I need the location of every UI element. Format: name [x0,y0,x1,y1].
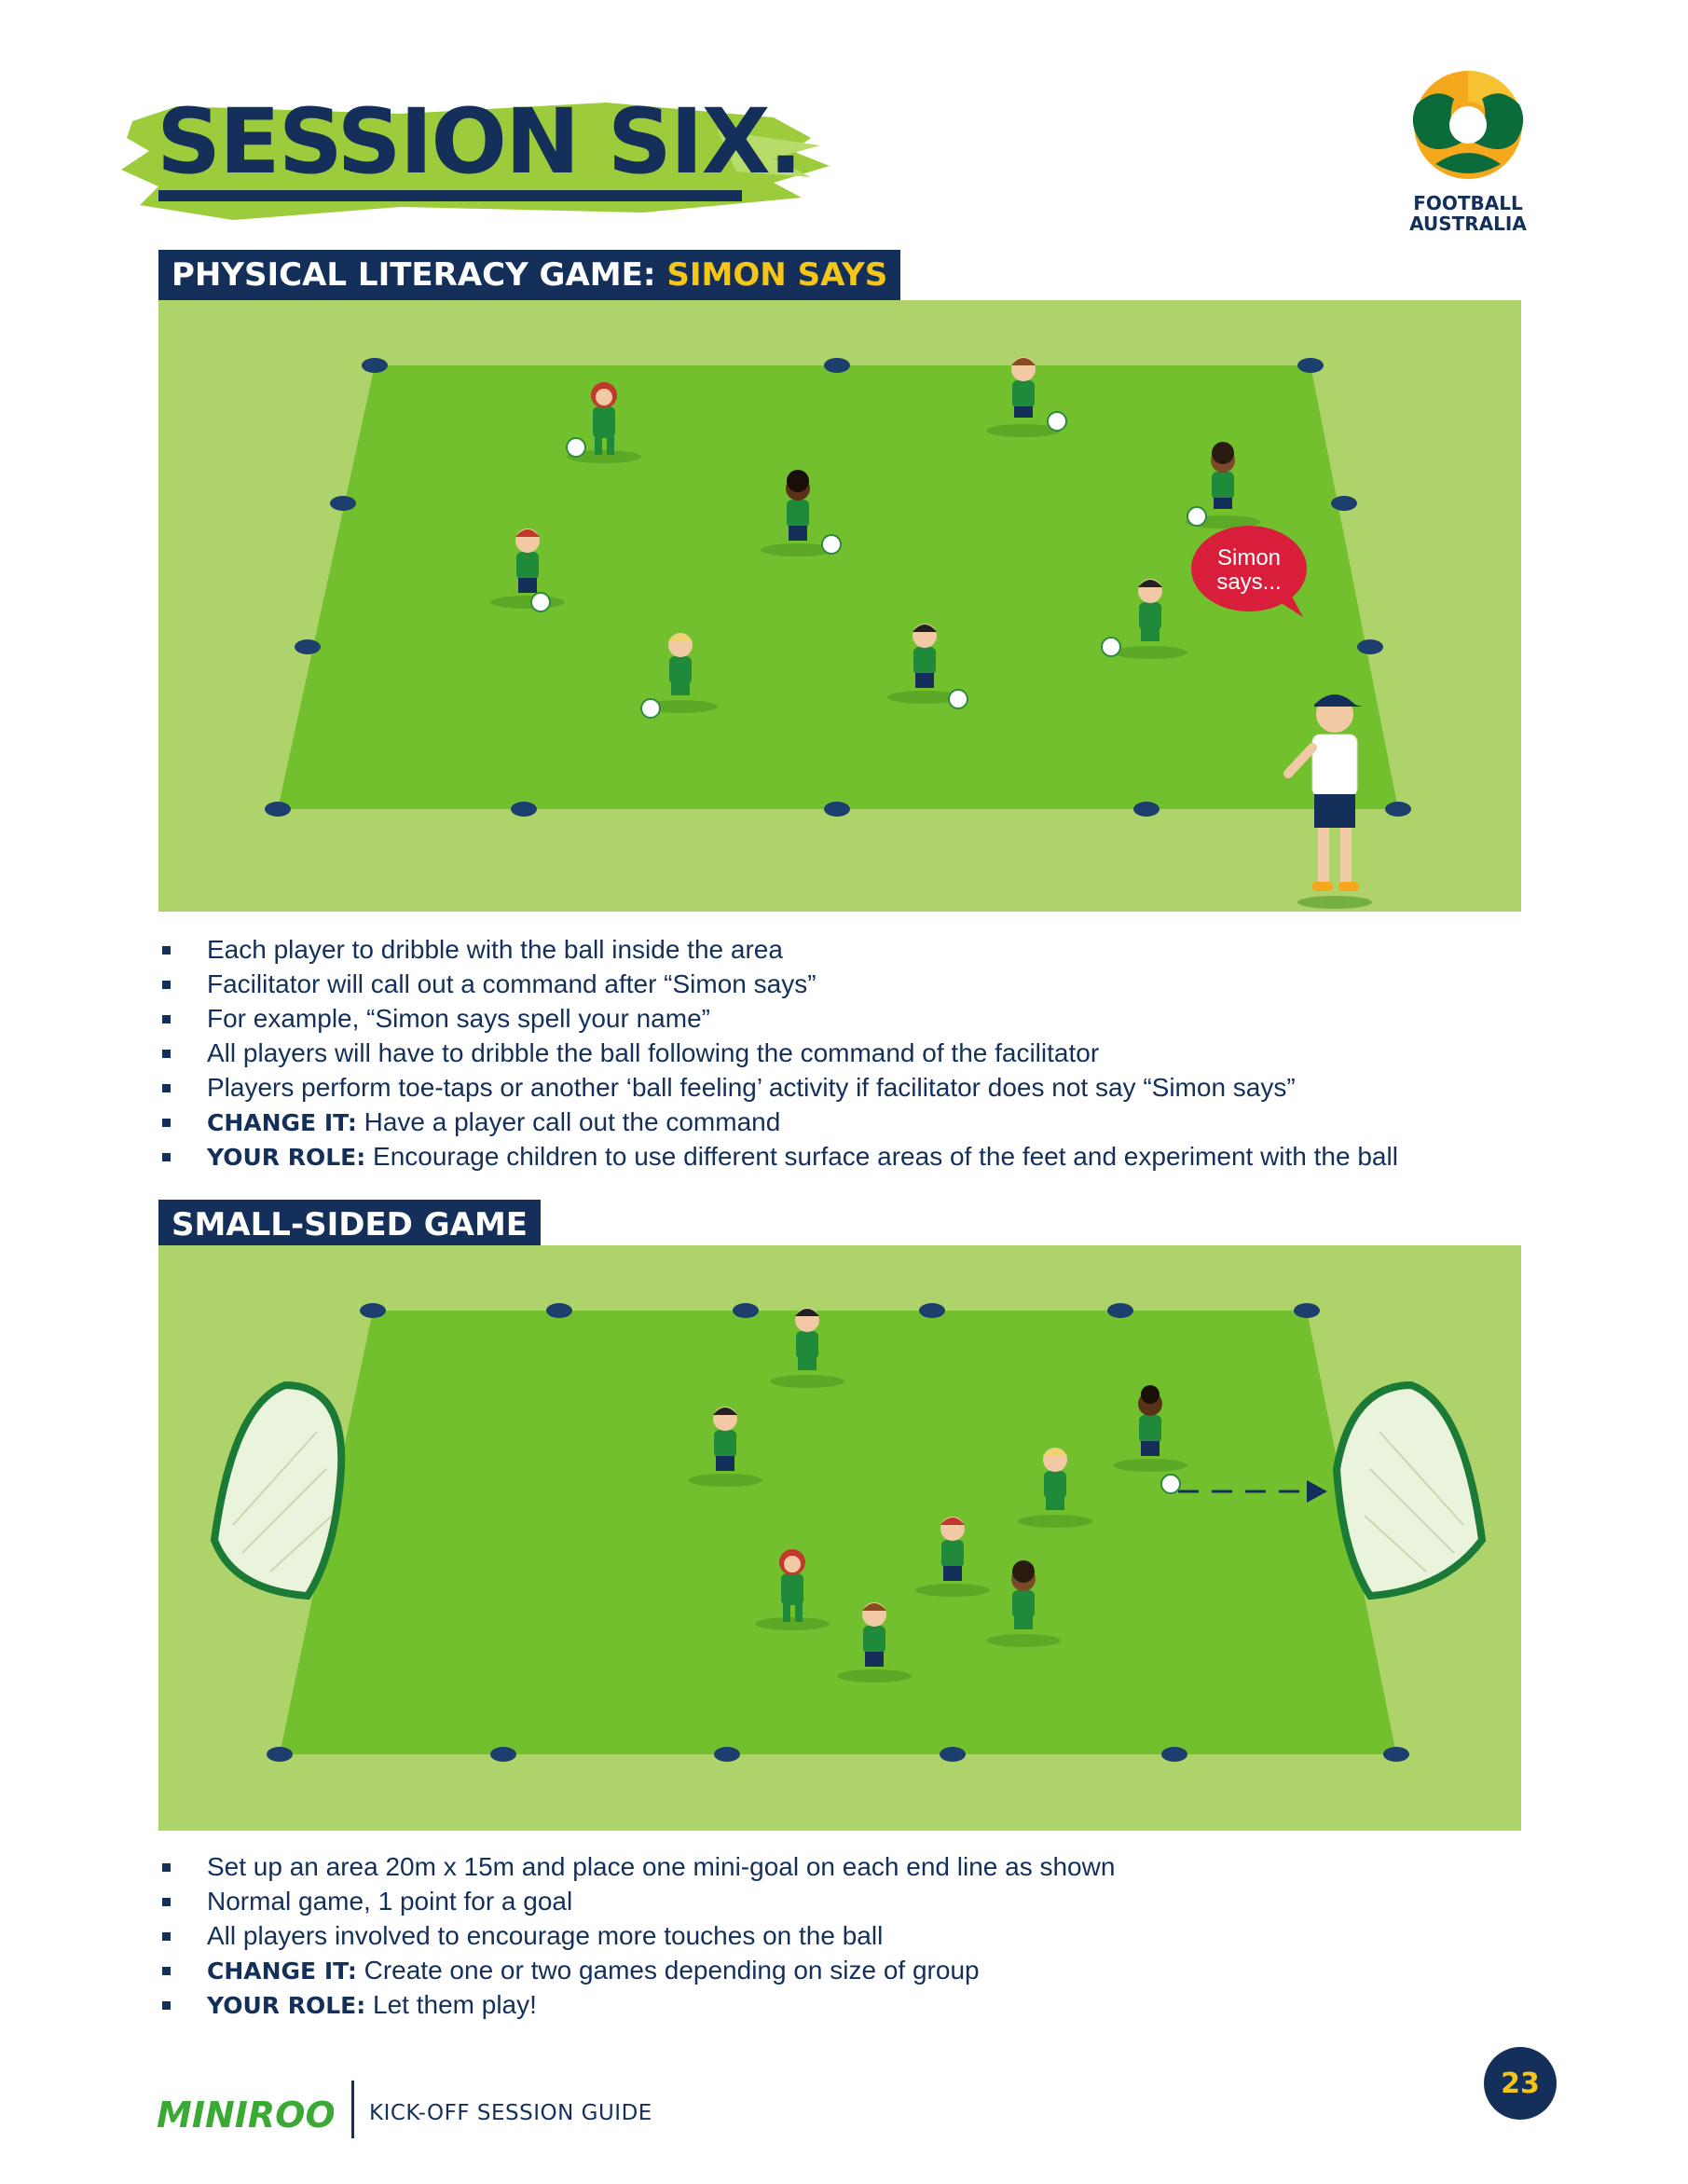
cone-icon [1383,1747,1409,1762]
logo-text-football: FOOTBALL [1413,192,1523,214]
player-icon [986,357,1067,437]
player-icon [1113,1385,1187,1494]
cone-icon [1331,496,1357,511]
bullet-item: Players perform toe-taps or another ‘bal… [160,1071,1398,1106]
player-icon [566,382,641,463]
cone-icon [733,1303,759,1318]
speech-bubble-line2: says... [1216,570,1281,595]
footer-divider [351,2081,354,2138]
simon-says-bullet-list: Each player to dribble with the ball ins… [160,933,1398,1174]
player-icon [915,1517,990,1597]
player-icon [1018,1448,1092,1528]
cone-icon [919,1303,945,1318]
bullet-item: All players involved to encourage more t… [160,1919,1115,1954]
section-heading-prefix: PHYSICAL LITERACY GAME: [172,256,656,294]
bullet-item: All players will have to dribble the bal… [160,1037,1398,1071]
cone-icon [511,802,537,817]
bullet-item: Each player to dribble with the ball ins… [160,933,1398,968]
cone-icon [1385,802,1411,817]
cone-icon [1297,358,1324,373]
player-icon [1186,442,1260,529]
bullet-item-change-it: CHANGE IT: Have a player call out the co… [160,1106,1398,1140]
players [490,357,1260,719]
player-icon [755,1549,830,1630]
player-icon [761,470,842,556]
section-header-simon-says: PHYSICAL LITERACY GAME: SIMON SAYS [158,250,901,300]
page-number-badge: 23 [1484,2047,1557,2120]
cone-icon [824,358,850,373]
player-icon [1101,579,1187,659]
speech-bubble-line1: Simon [1217,545,1281,570]
cone-icon [1357,639,1383,654]
player-icon [490,529,565,612]
cone-icon [824,802,850,817]
player-icon [887,624,968,709]
football-australia-logo: FOOTBALL AUSTRALIA [1398,67,1538,235]
player-icon [837,1602,912,1683]
footer-guide-title: KICK-OFF SESSION GUIDE [369,2101,652,2125]
cone-icon [940,1747,966,1762]
title-underline [158,190,742,201]
speech-bubble: Simon says... [1191,526,1307,617]
mini-goal-left-icon [210,1380,346,1600]
page-title: SESSION SIX. [157,89,803,194]
cone-icon [295,639,321,654]
player-icon [688,1407,762,1487]
facilitator-icon [1283,694,1372,909]
bullet-item: For example, “Simon says spell your name… [160,1002,1398,1037]
logo-text-australia: AUSTRALIA [1409,213,1527,235]
cone-icon [546,1303,572,1318]
cone-icon [1161,1747,1187,1762]
player-icon [640,633,718,719]
small-sided-game-bullet-list: Set up an area 20m x 15m and place one m… [160,1850,1115,2023]
cone-icon [1133,802,1160,817]
cone-icon [1294,1303,1320,1318]
cone-icon [360,1303,386,1318]
player-icon [770,1308,844,1388]
bullet-item: Normal game, 1 point for a goal [160,1885,1115,1919]
bullet-item-change-it: CHANGE IT: Create one or two games depen… [160,1954,1115,1988]
simon-says-field-diagram: Simon says... [158,300,1521,912]
section-header-small-sided-game: SMALL-SIDED GAME [158,1200,542,1250]
cone-icon [714,1747,740,1762]
cones [265,358,1411,817]
svg-text:MINIROOS: MINIROOS [157,2095,334,2136]
cone-icon [330,496,356,511]
bullet-item: Set up an area 20m x 15m and place one m… [160,1850,1115,1885]
cone-icon [267,1747,293,1762]
bullet-item-your-role: YOUR ROLE: Let them play! [160,1988,1115,2023]
pass-arrow-icon [1178,1480,1327,1503]
cone-icon [490,1747,516,1762]
section-heading: SMALL-SIDED GAME [172,1206,528,1243]
bullet-item: Facilitator will call out a command afte… [160,968,1398,1002]
cone-icon [362,358,388,373]
player-icon [986,1560,1061,1647]
football-australia-emblem-icon [1412,71,1524,179]
cone-icon [1107,1303,1133,1318]
bullet-item-your-role: YOUR ROLE: Encourage children to use dif… [160,1140,1398,1174]
mini-goal-right-icon [1332,1380,1487,1600]
small-sided-game-field-art [158,1245,1521,1831]
section-heading-highlight: SIMON SAYS [666,256,888,294]
cone-icon [265,802,291,817]
miniroos-logo: MINIROOS [157,2095,334,2136]
